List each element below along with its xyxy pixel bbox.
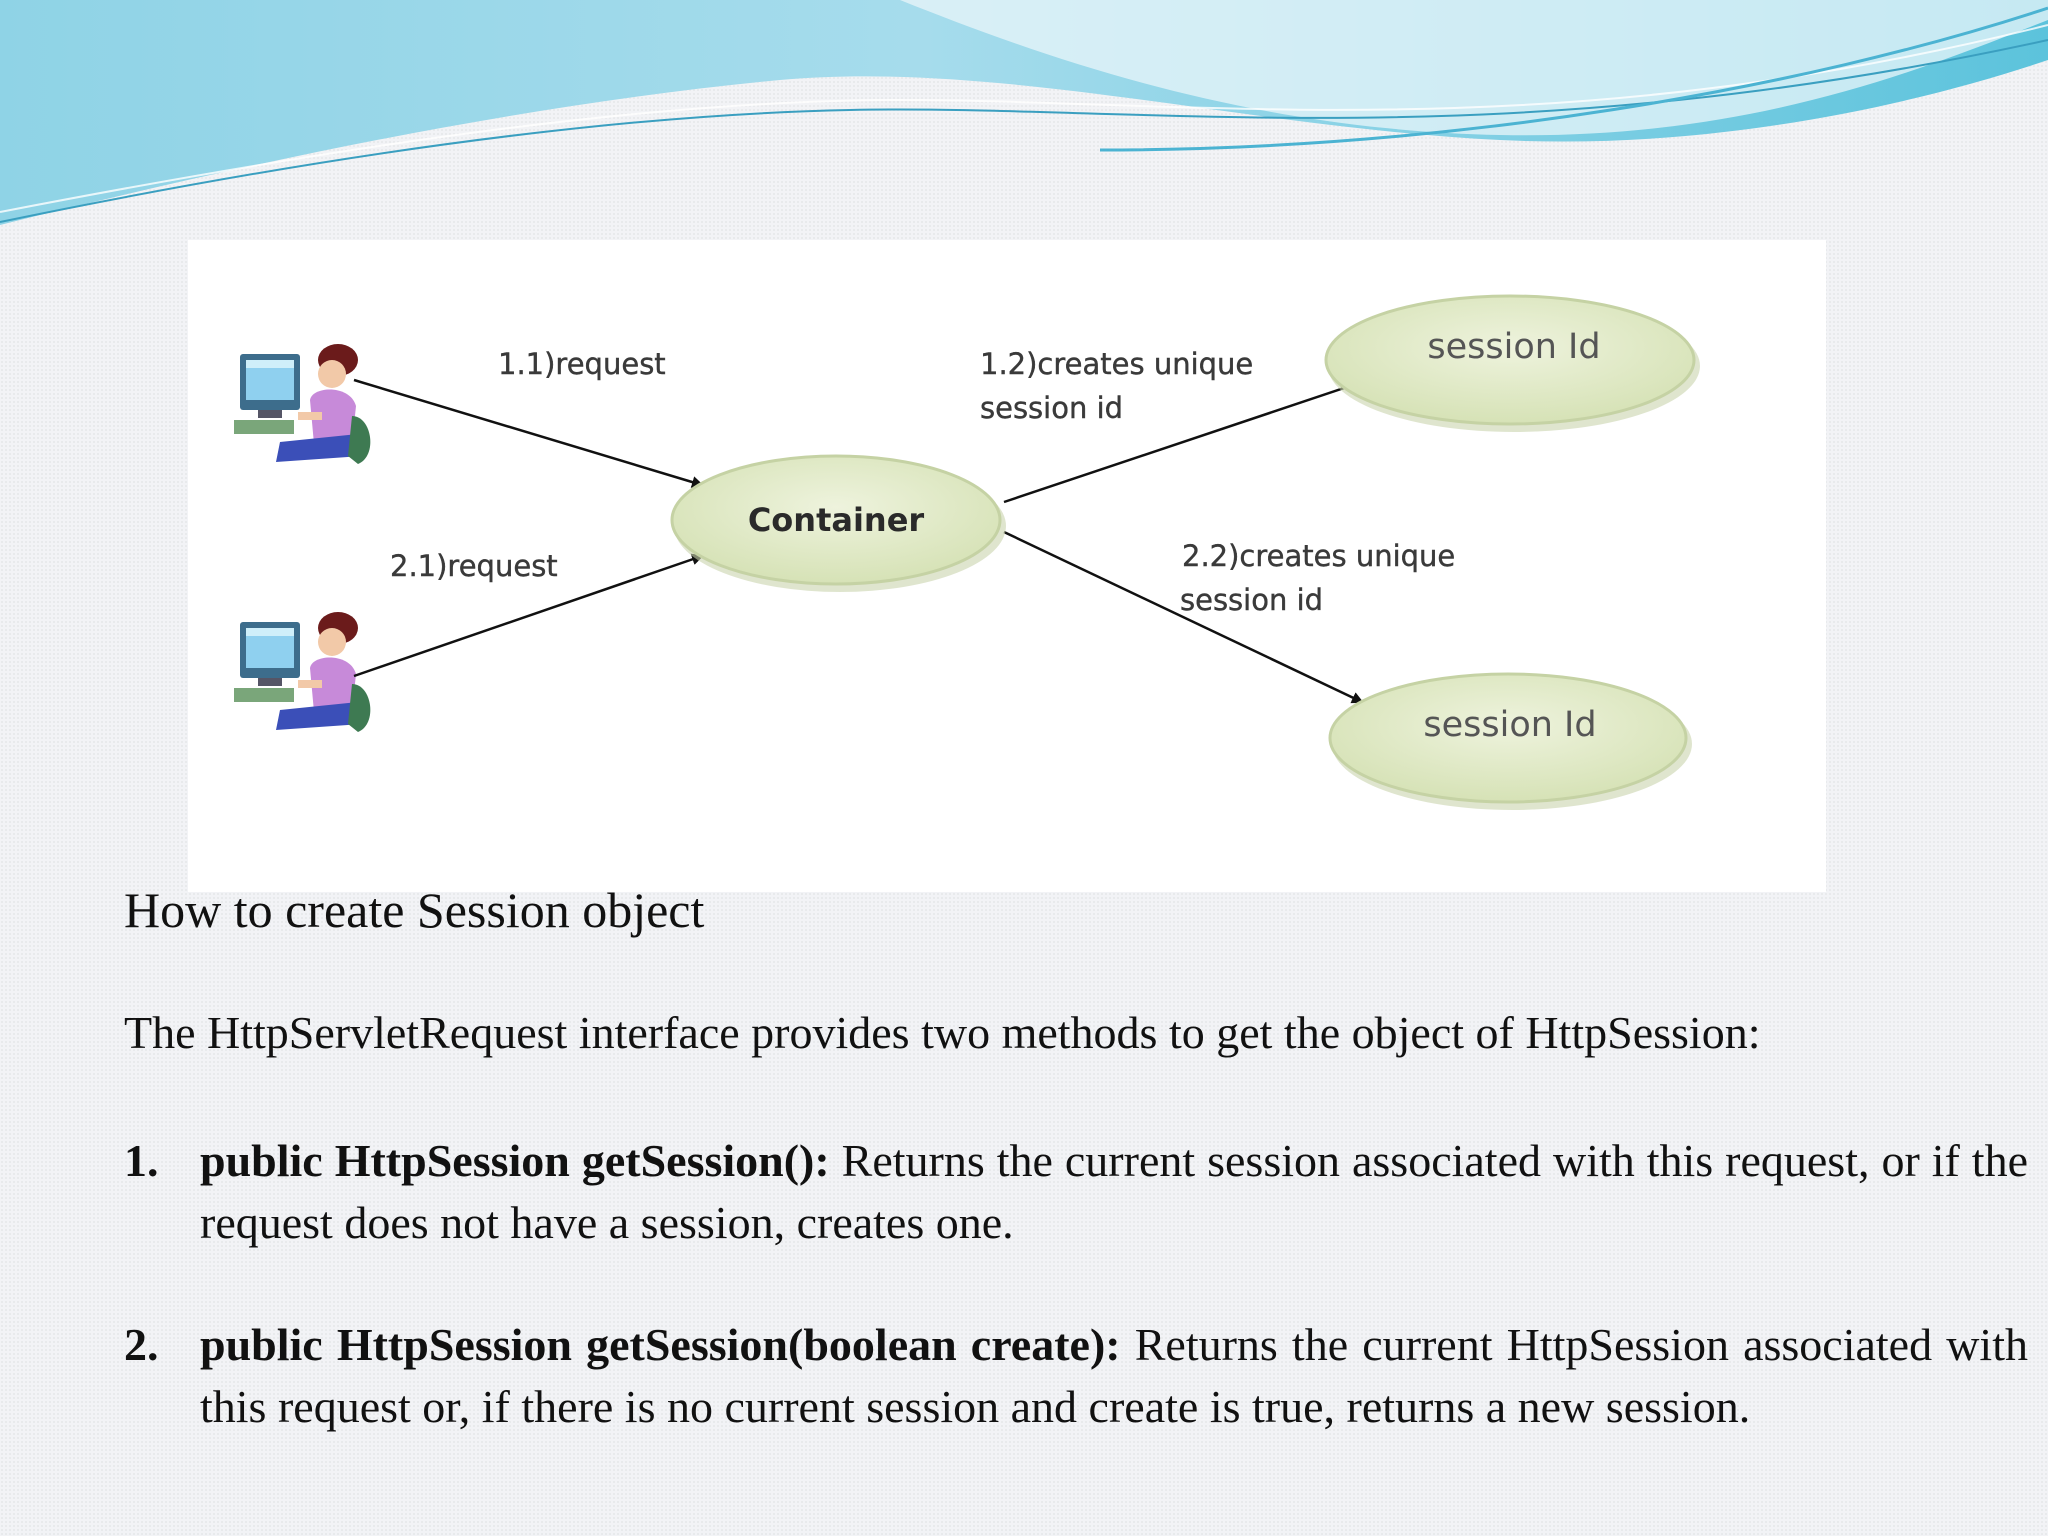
intro-paragraph: The HttpServletRequest interface provide… (124, 1007, 1761, 1058)
header-wave-decoration (0, 0, 2048, 225)
method-description: Returns the current session associated w… (200, 1135, 2029, 1248)
arrow-creates-2 (1003, 530, 1364, 704)
section-heading: How to create Session object (124, 882, 705, 938)
session-id-node-top: session Id (1324, 294, 1700, 432)
session-id-node-bottom: session Id (1328, 672, 1692, 810)
session-id-top-label: session Id (1427, 327, 1600, 367)
arrow-request-2 (353, 553, 704, 678)
method-number: 1. (124, 1135, 159, 1186)
method-description: Returns the current HttpSession associat… (200, 1319, 2028, 1432)
arrow-creates-1 (1003, 379, 1364, 504)
user-at-computer-icon (234, 344, 371, 464)
edge-label-creates-1-line2: session id (980, 391, 1123, 425)
method-item-2: 2. public HttpSession getSession(boolean… (124, 1314, 2028, 1438)
method-item-1: 1. public HttpSession getSession(): Retu… (124, 1130, 2028, 1254)
container-node: Container (670, 454, 1006, 592)
session-id-bottom-label: session Id (1423, 705, 1596, 745)
method-signature: public HttpSession getSession(boolean cr… (200, 1319, 1135, 1370)
edge-label-request-2: 2.1)request (390, 549, 558, 583)
edge-label-request-1: 1.1)request (498, 347, 666, 381)
session-flow-diagram: Container session Id session Id 1.1)requ… (188, 240, 1826, 892)
edge-label-creates-2-line2: session id (1180, 583, 1323, 617)
container-node-label: Container (748, 501, 925, 539)
edge-label-creates-1-line1: 1.2)creates unique (980, 347, 1253, 381)
method-number: 2. (124, 1319, 159, 1370)
arrow-request-1 (353, 378, 704, 488)
user-at-computer-icon (234, 612, 371, 732)
edge-label-creates-2-line1: 2.2)creates unique (1182, 539, 1455, 573)
method-signature: public HttpSession getSession(): (200, 1135, 842, 1186)
